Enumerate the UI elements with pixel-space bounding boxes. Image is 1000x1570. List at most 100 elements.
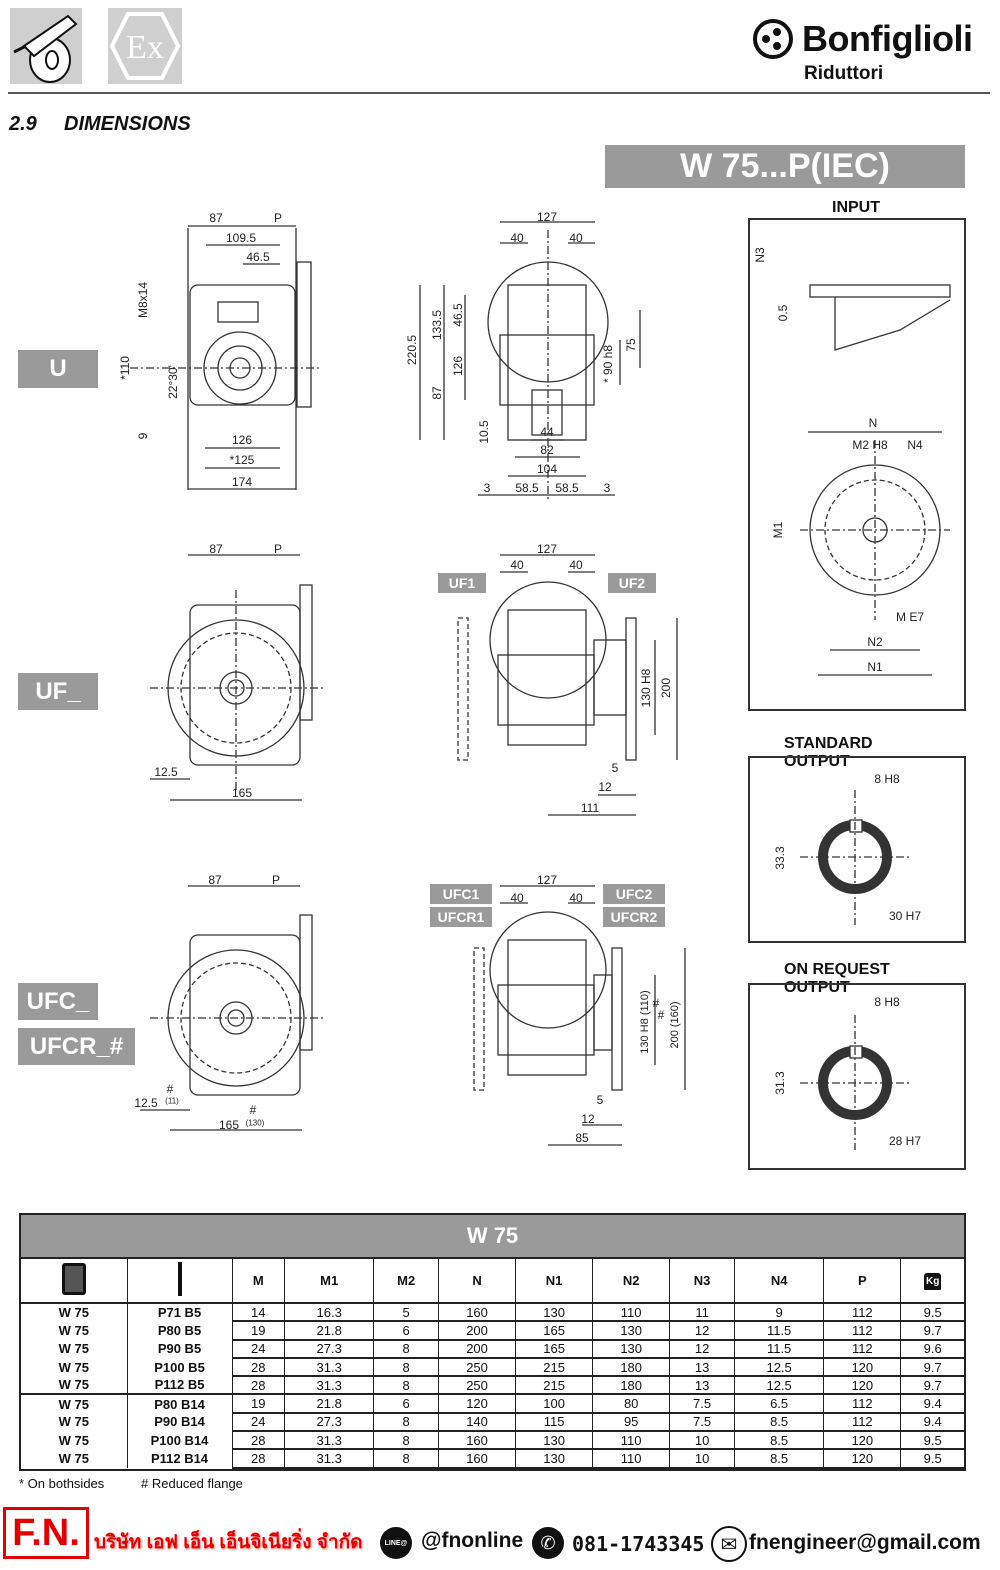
dim-label: # (652, 996, 660, 1010)
dim-label: 200 (160) (669, 1001, 681, 1049)
standard-output-hub-drawing (800, 790, 910, 925)
motor-cell: P80 B5 (126, 1321, 232, 1340)
fn-logo: F.N. (3, 1507, 89, 1559)
column-header-m1: M1 (283, 1259, 374, 1303)
column-header-n2: N2 (592, 1259, 670, 1303)
dim-label: 87 (208, 873, 222, 887)
value-cell: 12.5 (733, 1357, 824, 1378)
value-cell: 120 (823, 1431, 901, 1451)
input-flange-drawing (800, 284, 951, 676)
value-cell: 28 (231, 1449, 285, 1469)
gearbox-cell: W 75 (58, 1341, 89, 1357)
motor-cell: P100 B5 (126, 1357, 232, 1377)
dim-label: N4 (907, 438, 923, 452)
section-title: DIMENSIONS (64, 113, 191, 135)
badge-uf1: UF1 (438, 573, 486, 593)
dim-label: 40 (569, 231, 583, 245)
atex-ex-icon: Ex (108, 8, 182, 84)
dim-label: 133.5 (430, 309, 444, 341)
value-cell: 16.3 (283, 1303, 374, 1323)
line-id-link[interactable]: @fnonline (421, 1529, 524, 1552)
dim-label: 200 (659, 677, 673, 699)
badge-uf2: UF2 (608, 573, 656, 593)
dim-label: P (271, 873, 281, 887)
motor-cell: P90 B14 (126, 1412, 232, 1432)
value-cell: 110 (592, 1303, 670, 1323)
dim-label: 8 H8 (874, 995, 900, 1009)
section-number: 2.9 (9, 113, 37, 135)
value-cell: 12.5 (733, 1376, 824, 1396)
gearbox-cell: W 75 (58, 1322, 89, 1338)
ufc-front-view (473, 885, 686, 1146)
badge-u: U (18, 350, 98, 388)
request-output-panel (748, 983, 966, 1170)
line-icon-text: LINE@ (384, 1539, 408, 1547)
dim-label: 87 (209, 211, 223, 225)
value-cell: 21.8 (283, 1393, 374, 1414)
dim-label: 12 (581, 1112, 595, 1126)
value-cell: 215 (515, 1357, 593, 1378)
value-cell: 165 (515, 1339, 593, 1359)
email-link[interactable]: fnengineer@gmail.com (749, 1531, 981, 1554)
value-cell: 12 (669, 1321, 735, 1341)
value-cell: 80 (592, 1393, 670, 1414)
dim-label: 28 H7 (888, 1134, 922, 1148)
value-cell: 120 (823, 1449, 901, 1469)
value-cell: 95 (592, 1412, 670, 1433)
badge-ufcr: UFCR_# (18, 1028, 135, 1065)
value-cell: 11.5 (733, 1339, 824, 1359)
dim-label: 30 H7 (888, 909, 922, 923)
dim-label: 22°30' (166, 365, 180, 399)
dim-label: 58.5 (515, 481, 539, 495)
input-panel-title: INPUT (832, 199, 880, 216)
dim-label: P (273, 211, 283, 225)
dim-label: 127 (536, 542, 558, 556)
value-cell: 28 (231, 1431, 285, 1451)
value-cell: 8 (373, 1431, 439, 1451)
dim-label: 33.3 (773, 846, 787, 870)
request-output-hub-drawing (800, 1015, 910, 1150)
dim-label: 44 (540, 425, 554, 439)
gearbox-cell: W 75 (58, 1377, 89, 1393)
badge-ufcr1: UFCR1 (430, 907, 492, 927)
value-cell: 180 (592, 1376, 670, 1396)
value-cell: 100 (515, 1393, 593, 1414)
ex-mark: Ex (126, 29, 164, 66)
dim-label: M2 H8 (852, 438, 888, 452)
dim-label: 10.5 (477, 420, 491, 444)
dim-label: (11) (165, 1096, 179, 1106)
column-header-n1: N1 (515, 1259, 593, 1303)
gearbox-cell: W 75 (21, 1393, 127, 1413)
dim-label: 46.5 (451, 303, 465, 327)
column-header-kg: Kg (900, 1259, 964, 1303)
value-cell: 9.4 (900, 1393, 964, 1414)
value-cell: 180 (592, 1357, 670, 1378)
dim-label: 8 H8 (874, 772, 900, 786)
dim-label: 40 (569, 891, 583, 905)
badge-ufc: UFC_ (18, 983, 98, 1020)
value-cell: 200 (438, 1339, 516, 1359)
value-cell: 8 (373, 1412, 439, 1433)
value-cell: 250 (438, 1376, 516, 1396)
dim-label: 126 (451, 355, 465, 377)
column-header-m: M (231, 1259, 285, 1303)
value-cell: 6.5 (733, 1393, 824, 1414)
value-cell: 120 (823, 1357, 901, 1378)
dim-label: 40 (510, 558, 524, 572)
value-cell: 120 (438, 1393, 516, 1414)
dim-label: 12.5 (154, 765, 178, 779)
dim-label: *110 (118, 356, 132, 380)
dim-label: N1 (867, 660, 883, 674)
motor-cell: P71 B5 (126, 1303, 232, 1322)
dim-label: M E7 (895, 610, 925, 624)
gearbox-cell: W 75 (58, 1305, 89, 1321)
dim-label: N3 (753, 247, 767, 263)
value-cell: 120 (823, 1376, 901, 1396)
phone-number[interactable]: 081-1743345 (572, 1532, 705, 1556)
